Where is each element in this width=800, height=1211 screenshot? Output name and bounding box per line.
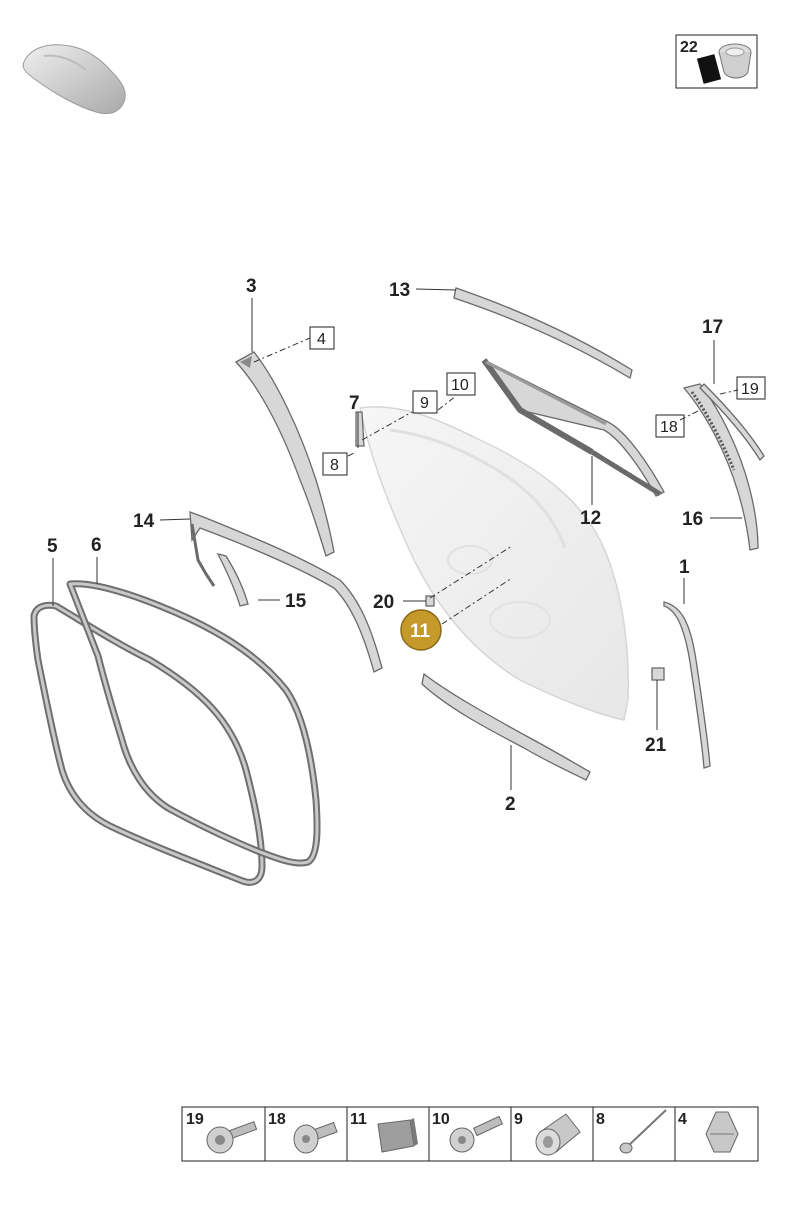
label-part-2: 2 [505, 794, 516, 815]
part-6-door-seal[interactable] [66, 580, 321, 867]
part-17-strip[interactable] [699, 383, 765, 462]
legend-cell-4-number: 4 [678, 1111, 687, 1128]
part-22-label: 22 [680, 39, 698, 56]
label-part-13: 13 [389, 280, 410, 301]
label-part-16: 16 [682, 509, 703, 530]
part-1-edge-seal[interactable] [663, 601, 711, 769]
blind-rivet-icon [619, 1109, 667, 1154]
boxed-label-19-text: 19 [741, 381, 759, 398]
legend-cell-18-number: 18 [268, 1111, 286, 1128]
boxed-label-18-text: 18 [660, 419, 678, 436]
clip-icon [705, 1111, 739, 1153]
boxed-label-10[interactable]: 10 [446, 372, 476, 396]
part-12-window-frame[interactable] [481, 358, 665, 497]
part-13-upper-trim[interactable] [453, 287, 633, 380]
boxed-label-4[interactable]: 4 [309, 326, 335, 350]
boxed-label-4-text: 4 [317, 331, 326, 348]
part-21-pad[interactable] [651, 667, 665, 681]
label-part-12: 12 [580, 508, 601, 529]
rivet-nut-icon [535, 1113, 581, 1156]
part-5-door-seal[interactable] [30, 601, 266, 886]
legend-cell-9-number: 9 [514, 1111, 523, 1128]
legend-cell-11-number: 11 [350, 1111, 367, 1128]
screw-icon [449, 1115, 504, 1153]
boxed-label-8-text: 8 [330, 457, 339, 474]
label-part-6: 6 [91, 535, 102, 556]
leader-lines [52, 288, 742, 790]
label-part-21: 21 [645, 735, 667, 756]
boxed-label-19[interactable]: 19 [736, 376, 766, 400]
boxed-label-9[interactable]: 9 [412, 390, 438, 414]
legend-cell-19-number: 19 [186, 1111, 204, 1128]
door-shell[interactable] [359, 406, 629, 721]
part-22-thumbnail[interactable]: 22 [675, 34, 758, 89]
label-part-3: 3 [246, 276, 257, 297]
legend-cell-10-number: 10 [432, 1111, 450, 1128]
foam-pad-icon [377, 1118, 418, 1153]
callout-11-text: 11 [410, 621, 431, 642]
boxed-label-8[interactable]: 8 [322, 452, 348, 476]
part-3-pillar-trim[interactable] [234, 351, 335, 557]
boxed-label-18[interactable]: 18 [655, 414, 685, 438]
part-15-bracket[interactable] [216, 553, 249, 607]
flanged-screw-icon [293, 1121, 338, 1154]
vehicle-thumbnail-icon [22, 44, 126, 115]
label-part-15: 15 [285, 591, 307, 612]
part-16-pillar-trim[interactable] [682, 383, 759, 551]
label-part-17: 17 [702, 317, 723, 338]
label-part-14: 14 [133, 511, 155, 532]
highlighted-callout-11[interactable]: 11 [400, 609, 442, 651]
boxed-label-9-text: 9 [420, 395, 429, 412]
boxed-label-10-text: 10 [451, 377, 469, 394]
legend-cell-8-number: 8 [596, 1111, 605, 1128]
label-part-7: 7 [349, 393, 360, 414]
fastener-legend: 19 18 11 10 9 8 4 [181, 1106, 759, 1162]
button-head-screw-icon [206, 1121, 258, 1154]
label-part-1: 1 [679, 557, 690, 578]
part-14-pillar-seal[interactable] [189, 511, 383, 673]
sealant-cartridge-icon [696, 43, 752, 84]
label-part-20: 20 [373, 592, 394, 613]
part-2-lower-seal[interactable] [421, 672, 591, 781]
label-part-5: 5 [47, 536, 58, 557]
part-7-clip[interactable] [355, 411, 365, 447]
